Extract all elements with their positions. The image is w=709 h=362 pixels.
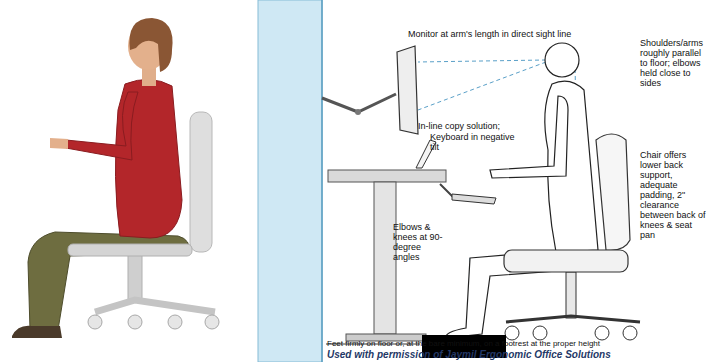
annotation-label: Monitor at arm's length in direct sight … [408,29,648,39]
desk-column [374,182,396,334]
chair-wheel [205,315,219,329]
annotation-label: Feet firmly on floor or, at the bare min… [327,339,709,348]
chair-wheel [595,326,609,340]
arm [66,92,138,160]
chair-wheel [533,326,547,340]
chair-wheel [505,326,519,340]
annotation-label: Chair offers lower back support, adequat… [640,150,708,240]
shoes [12,326,62,338]
chair-wheel [168,315,182,329]
caption-note: Used with permission of Jaymil Ergonomic… [327,350,707,360]
wall-panel [258,0,322,362]
arm-joint [355,109,361,115]
wall-edge [321,0,323,362]
annotation-label: Elbows & knees at 90-degree angles [393,222,448,262]
chair-stem [128,252,142,302]
sight-line [418,60,546,62]
annotation-label: Keyboard in negative tilt [430,132,522,152]
annotation-label: Shoulders/arms roughly parallel to floor… [640,38,708,88]
person-head [545,43,579,77]
desk-top [328,170,446,182]
chair-wheel [623,326,637,340]
chair-base [95,300,215,312]
chair-seat [504,250,628,272]
keyboard [452,194,496,204]
chair-wheel [128,315,142,329]
chair-seat [68,244,192,256]
monitor [397,46,418,134]
annotation-label: In-line copy solution; [418,121,528,131]
hands [50,138,68,149]
chair-wheel [88,315,102,329]
sight-line [418,62,546,110]
chair-stem [566,272,576,318]
chair-backrest [596,134,630,250]
chair-base [506,316,640,322]
chair-backrest [190,112,212,252]
hair [129,18,172,72]
